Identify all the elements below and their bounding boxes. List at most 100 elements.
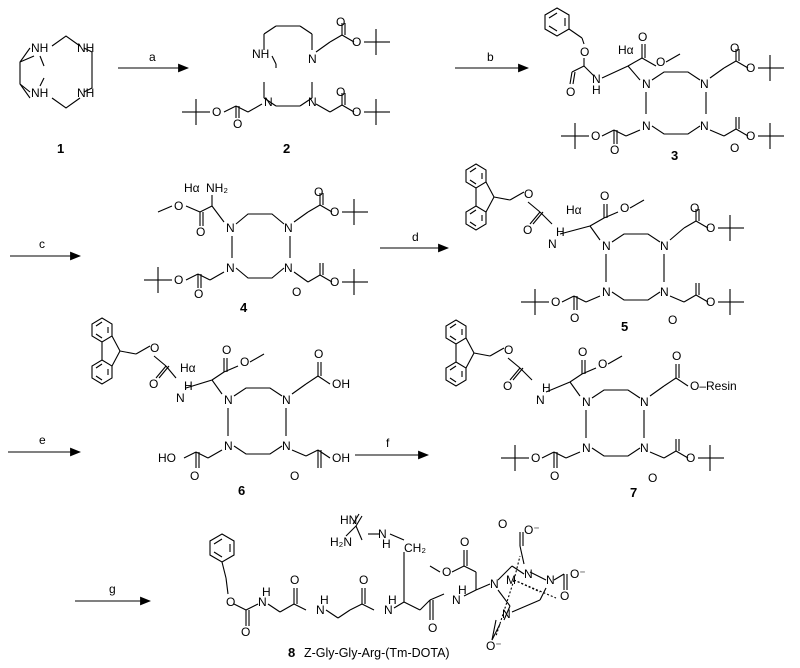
- svg-text:N: N: [258, 595, 267, 609]
- svg-text:H: H: [320, 593, 329, 607]
- svg-text:O: O: [290, 469, 299, 483]
- svg-text:N: N: [284, 261, 293, 275]
- svg-text:O: O: [503, 379, 512, 393]
- compound-number-1: 1: [57, 141, 64, 156]
- atom-nh: NH: [31, 86, 48, 100]
- reaction-label-c: c: [39, 237, 45, 251]
- svg-text:O: O: [314, 185, 323, 199]
- svg-text:N: N: [700, 119, 709, 133]
- svg-text:CH₂: CH₂: [404, 541, 426, 555]
- svg-text:NH₂: NH₂: [206, 181, 228, 195]
- reaction-label-f: f: [386, 436, 390, 450]
- svg-text:O: O: [648, 471, 657, 485]
- svg-text:N: N: [226, 261, 235, 275]
- svg-text:O: O: [241, 625, 250, 639]
- reaction-label-d: d: [412, 230, 419, 244]
- svg-text:O: O: [746, 129, 755, 143]
- svg-text:N: N: [642, 77, 651, 91]
- svg-text:N: N: [224, 439, 233, 453]
- svg-text:O: O: [196, 225, 205, 239]
- reaction-label-g: g: [109, 582, 116, 596]
- svg-text:O⁻: O⁻: [524, 523, 540, 537]
- svg-text:O: O: [524, 187, 533, 201]
- svg-text:O: O: [352, 105, 361, 119]
- compound-5-structure: O O H N Hα O O N N N N O O O O: [465, 163, 745, 327]
- svg-text:O: O: [672, 349, 681, 363]
- compound-1-structure: NH NH NH NH: [19, 35, 94, 109]
- svg-text:O: O: [551, 295, 560, 309]
- svg-text:O: O: [330, 205, 339, 219]
- svg-text:N: N: [308, 95, 317, 109]
- svg-text:O: O: [240, 355, 249, 369]
- compound-2-substituents: N N N O O O O O O: [182, 15, 391, 131]
- svg-text:H₂N: H₂N: [330, 535, 352, 549]
- svg-text:O: O: [212, 105, 221, 119]
- svg-text:O: O: [598, 357, 607, 371]
- svg-text:O: O: [591, 129, 600, 143]
- svg-text:O: O: [290, 573, 299, 587]
- compound-number-6: 6: [238, 483, 245, 498]
- svg-text:H: H: [542, 381, 551, 395]
- svg-text:OH: OH: [332, 377, 350, 391]
- svg-text:M: M: [506, 573, 516, 587]
- svg-text:O: O: [656, 55, 665, 69]
- svg-text:H: H: [388, 593, 397, 607]
- svg-text:O: O: [226, 595, 235, 609]
- reaction-label-e: e: [39, 433, 46, 447]
- svg-text:O: O: [442, 565, 451, 579]
- svg-text:O: O: [292, 285, 301, 299]
- svg-text:N: N: [700, 77, 709, 91]
- svg-text:O: O: [150, 341, 159, 355]
- svg-text:O: O: [686, 451, 695, 465]
- svg-text:N: N: [502, 607, 511, 621]
- svg-text:O: O: [706, 221, 715, 235]
- svg-text:N: N: [224, 393, 233, 407]
- svg-text:O: O: [149, 377, 158, 391]
- svg-text:O: O: [174, 273, 183, 287]
- svg-text:NH: NH: [252, 47, 269, 61]
- svg-text:O: O: [336, 85, 345, 99]
- compound-4-structure: Hα NH₂ O O N N N N O O O O O O: [144, 181, 369, 301]
- svg-text:O: O: [336, 15, 345, 29]
- svg-text:O: O: [523, 223, 532, 237]
- svg-text:O: O: [600, 189, 609, 203]
- svg-text:O: O: [668, 313, 677, 327]
- svg-text:O–Resin: O–Resin: [690, 379, 737, 393]
- svg-text:HO: HO: [158, 451, 176, 465]
- svg-text:HN: HN: [340, 513, 357, 527]
- svg-text:O: O: [690, 201, 699, 215]
- svg-text:O: O: [730, 41, 739, 55]
- svg-text:O: O: [550, 469, 559, 483]
- compound-number-4: 4: [240, 300, 248, 315]
- svg-text:O: O: [498, 517, 507, 531]
- svg-text:Hα: Hα: [184, 181, 200, 195]
- svg-text:N: N: [384, 603, 393, 617]
- svg-text:O: O: [578, 345, 587, 359]
- compound-number-2: 2: [283, 141, 290, 156]
- svg-text:N: N: [524, 567, 533, 581]
- compound-8-structure: O O N H O N H O N H CH₂ N H: [209, 513, 586, 653]
- compound-7-structure: O O N H O O N N N N O O–Resin O O: [445, 319, 737, 485]
- svg-text:N: N: [282, 439, 291, 453]
- svg-text:N: N: [284, 221, 293, 235]
- svg-text:N: N: [582, 441, 591, 455]
- svg-text:OH: OH: [332, 451, 350, 465]
- svg-text:O: O: [233, 117, 242, 131]
- svg-text:O: O: [746, 61, 755, 75]
- compound-number-3: 3: [671, 148, 678, 163]
- svg-text:O: O: [428, 621, 437, 635]
- compound-number-8: 8: [288, 645, 295, 660]
- svg-text:N: N: [316, 603, 325, 617]
- svg-text:H: H: [382, 537, 391, 551]
- svg-text:O: O: [566, 85, 575, 99]
- svg-text:N: N: [452, 593, 461, 607]
- svg-text:H: H: [184, 379, 193, 393]
- svg-text:H: H: [458, 583, 467, 597]
- svg-text:O⁻: O⁻: [570, 567, 586, 581]
- compound-number-7: 7: [630, 485, 637, 500]
- svg-text:N: N: [642, 119, 651, 133]
- svg-text:O: O: [560, 589, 569, 603]
- svg-text:N: N: [308, 52, 317, 66]
- reaction-label-b: b: [487, 50, 494, 64]
- reaction-label-a: a: [149, 50, 156, 64]
